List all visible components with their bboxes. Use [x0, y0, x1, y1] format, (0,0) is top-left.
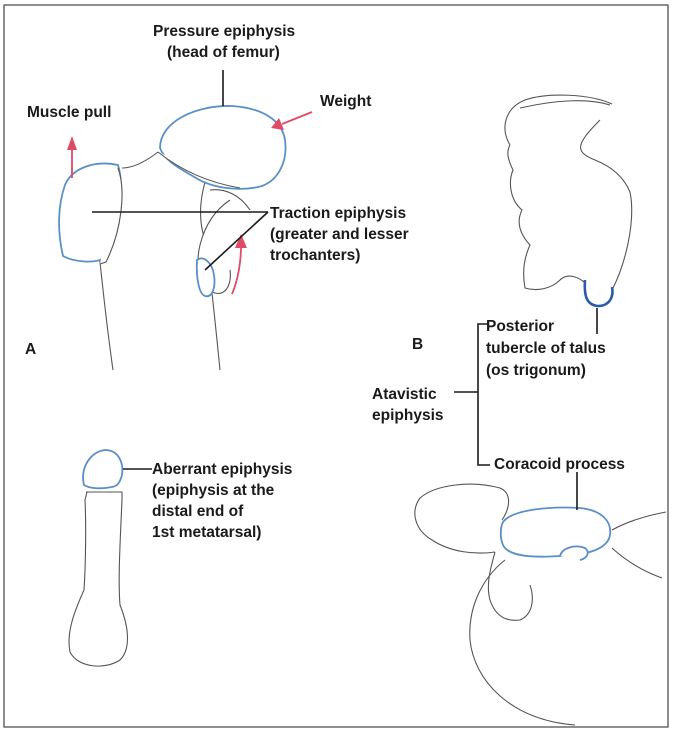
talus-body: [505, 95, 632, 290]
pressure-label-2: (head of femur): [167, 44, 280, 61]
atavistic-label-1: Atavistic: [372, 386, 437, 403]
coracoid-epiphysis: [501, 508, 610, 557]
femoral-head-epiphysis: [160, 106, 286, 189]
weight-arrow: [271, 112, 312, 130]
aberrant-label-2: (epiphysis at the: [152, 482, 275, 499]
muscle-pull-label: Muscle pull: [27, 104, 111, 121]
femur-drawing: [59, 106, 285, 370]
traction-label-2: (greater and lesser: [270, 226, 409, 243]
scapula-drawing: [415, 484, 666, 725]
coracoid-label: Coracoid process: [494, 456, 625, 473]
panel-a-label: A: [25, 341, 36, 358]
posterior-label-2: tubercle of talus: [486, 340, 606, 357]
posterior-tubercle: [585, 280, 613, 306]
traction-label-1: Traction epiphysis: [270, 205, 406, 222]
aberrant-label-3: distal end of: [152, 503, 244, 520]
weight-label: Weight: [320, 93, 371, 110]
atavistic-label-2: epiphysis: [372, 407, 444, 424]
posterior-label-1: Posterior: [486, 318, 554, 335]
aberrant-label-1: Aberrant epiphysis: [152, 461, 292, 478]
posterior-label-3: (os trigonum): [486, 362, 586, 379]
panel-b-label: B: [412, 336, 423, 353]
talus-drawing: [505, 95, 632, 306]
pressure-label-1: Pressure epiphysis: [153, 23, 295, 40]
aberrant-label-4: 1st metatarsal): [152, 524, 261, 541]
metatarsal-shaft: [69, 492, 127, 666]
traction-label-3: trochanters): [270, 247, 360, 264]
metatarsal-drawing: [69, 450, 127, 666]
metatarsal-head-epiphysis: [83, 450, 122, 488]
